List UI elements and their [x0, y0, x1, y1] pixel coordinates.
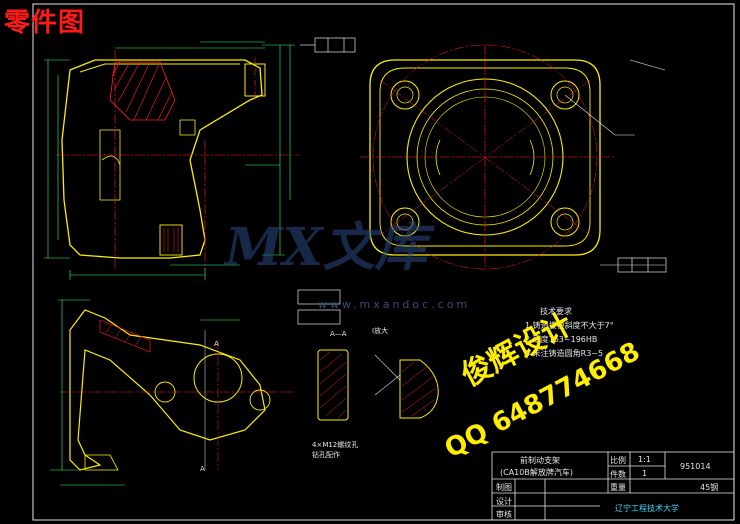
page-title: 零件图 — [4, 8, 86, 38]
hole-note-2: 钻孔配作 — [312, 451, 340, 459]
hole-note-1: 4×M12螺纹孔 — [312, 441, 359, 449]
tech-requirement-2: 2.硬度163~196HB — [525, 335, 598, 344]
title-block-check-label: 审核 — [496, 510, 512, 519]
top-view — [360, 44, 667, 273]
tech-requirement-3: 3.未注铸造圆角R3~5 — [525, 349, 604, 358]
title-block-design-label: 设计 — [496, 497, 512, 506]
side-view — [50, 289, 341, 486]
tech-requirement-1: 1.铸造拔模斜度不大于7° — [525, 321, 614, 330]
title-block-scale-value: 1:1 — [638, 455, 651, 464]
watermark-url: www.mxandoc.com — [318, 298, 471, 311]
front-view — [44, 37, 356, 280]
title-block-qty-label: 件数 — [610, 470, 626, 479]
drawing-frame — [32, 3, 735, 521]
detail-i — [374, 354, 439, 419]
detail-i-label: I放大 — [372, 327, 389, 335]
title-block-school: 辽宁工程技术大学 — [615, 504, 679, 513]
section-mark-top: A — [214, 340, 219, 348]
title-block-lines — [491, 451, 735, 521]
title-block-material: 45钢 — [700, 483, 719, 492]
title-block-drawing-no: 951014 — [680, 462, 711, 471]
title-block-part-name: 前制动支架 — [520, 456, 560, 465]
section-aa — [317, 349, 349, 421]
title-block-scale-label: 比例 — [610, 456, 626, 465]
watermark-logo: MX文库 — [225, 217, 427, 278]
title-block-vehicle: (CA10B解放牌汽车) — [500, 468, 573, 477]
title-block-qty-value: 1 — [642, 469, 648, 478]
section-aa-label: A—A — [330, 330, 347, 338]
title-block-weight-label: 重量 — [610, 483, 626, 492]
title-block-drawn-label: 制图 — [496, 483, 512, 492]
section-mark-bottom: A — [200, 465, 205, 473]
tech-requirements-title: 技术要求 — [540, 307, 572, 316]
